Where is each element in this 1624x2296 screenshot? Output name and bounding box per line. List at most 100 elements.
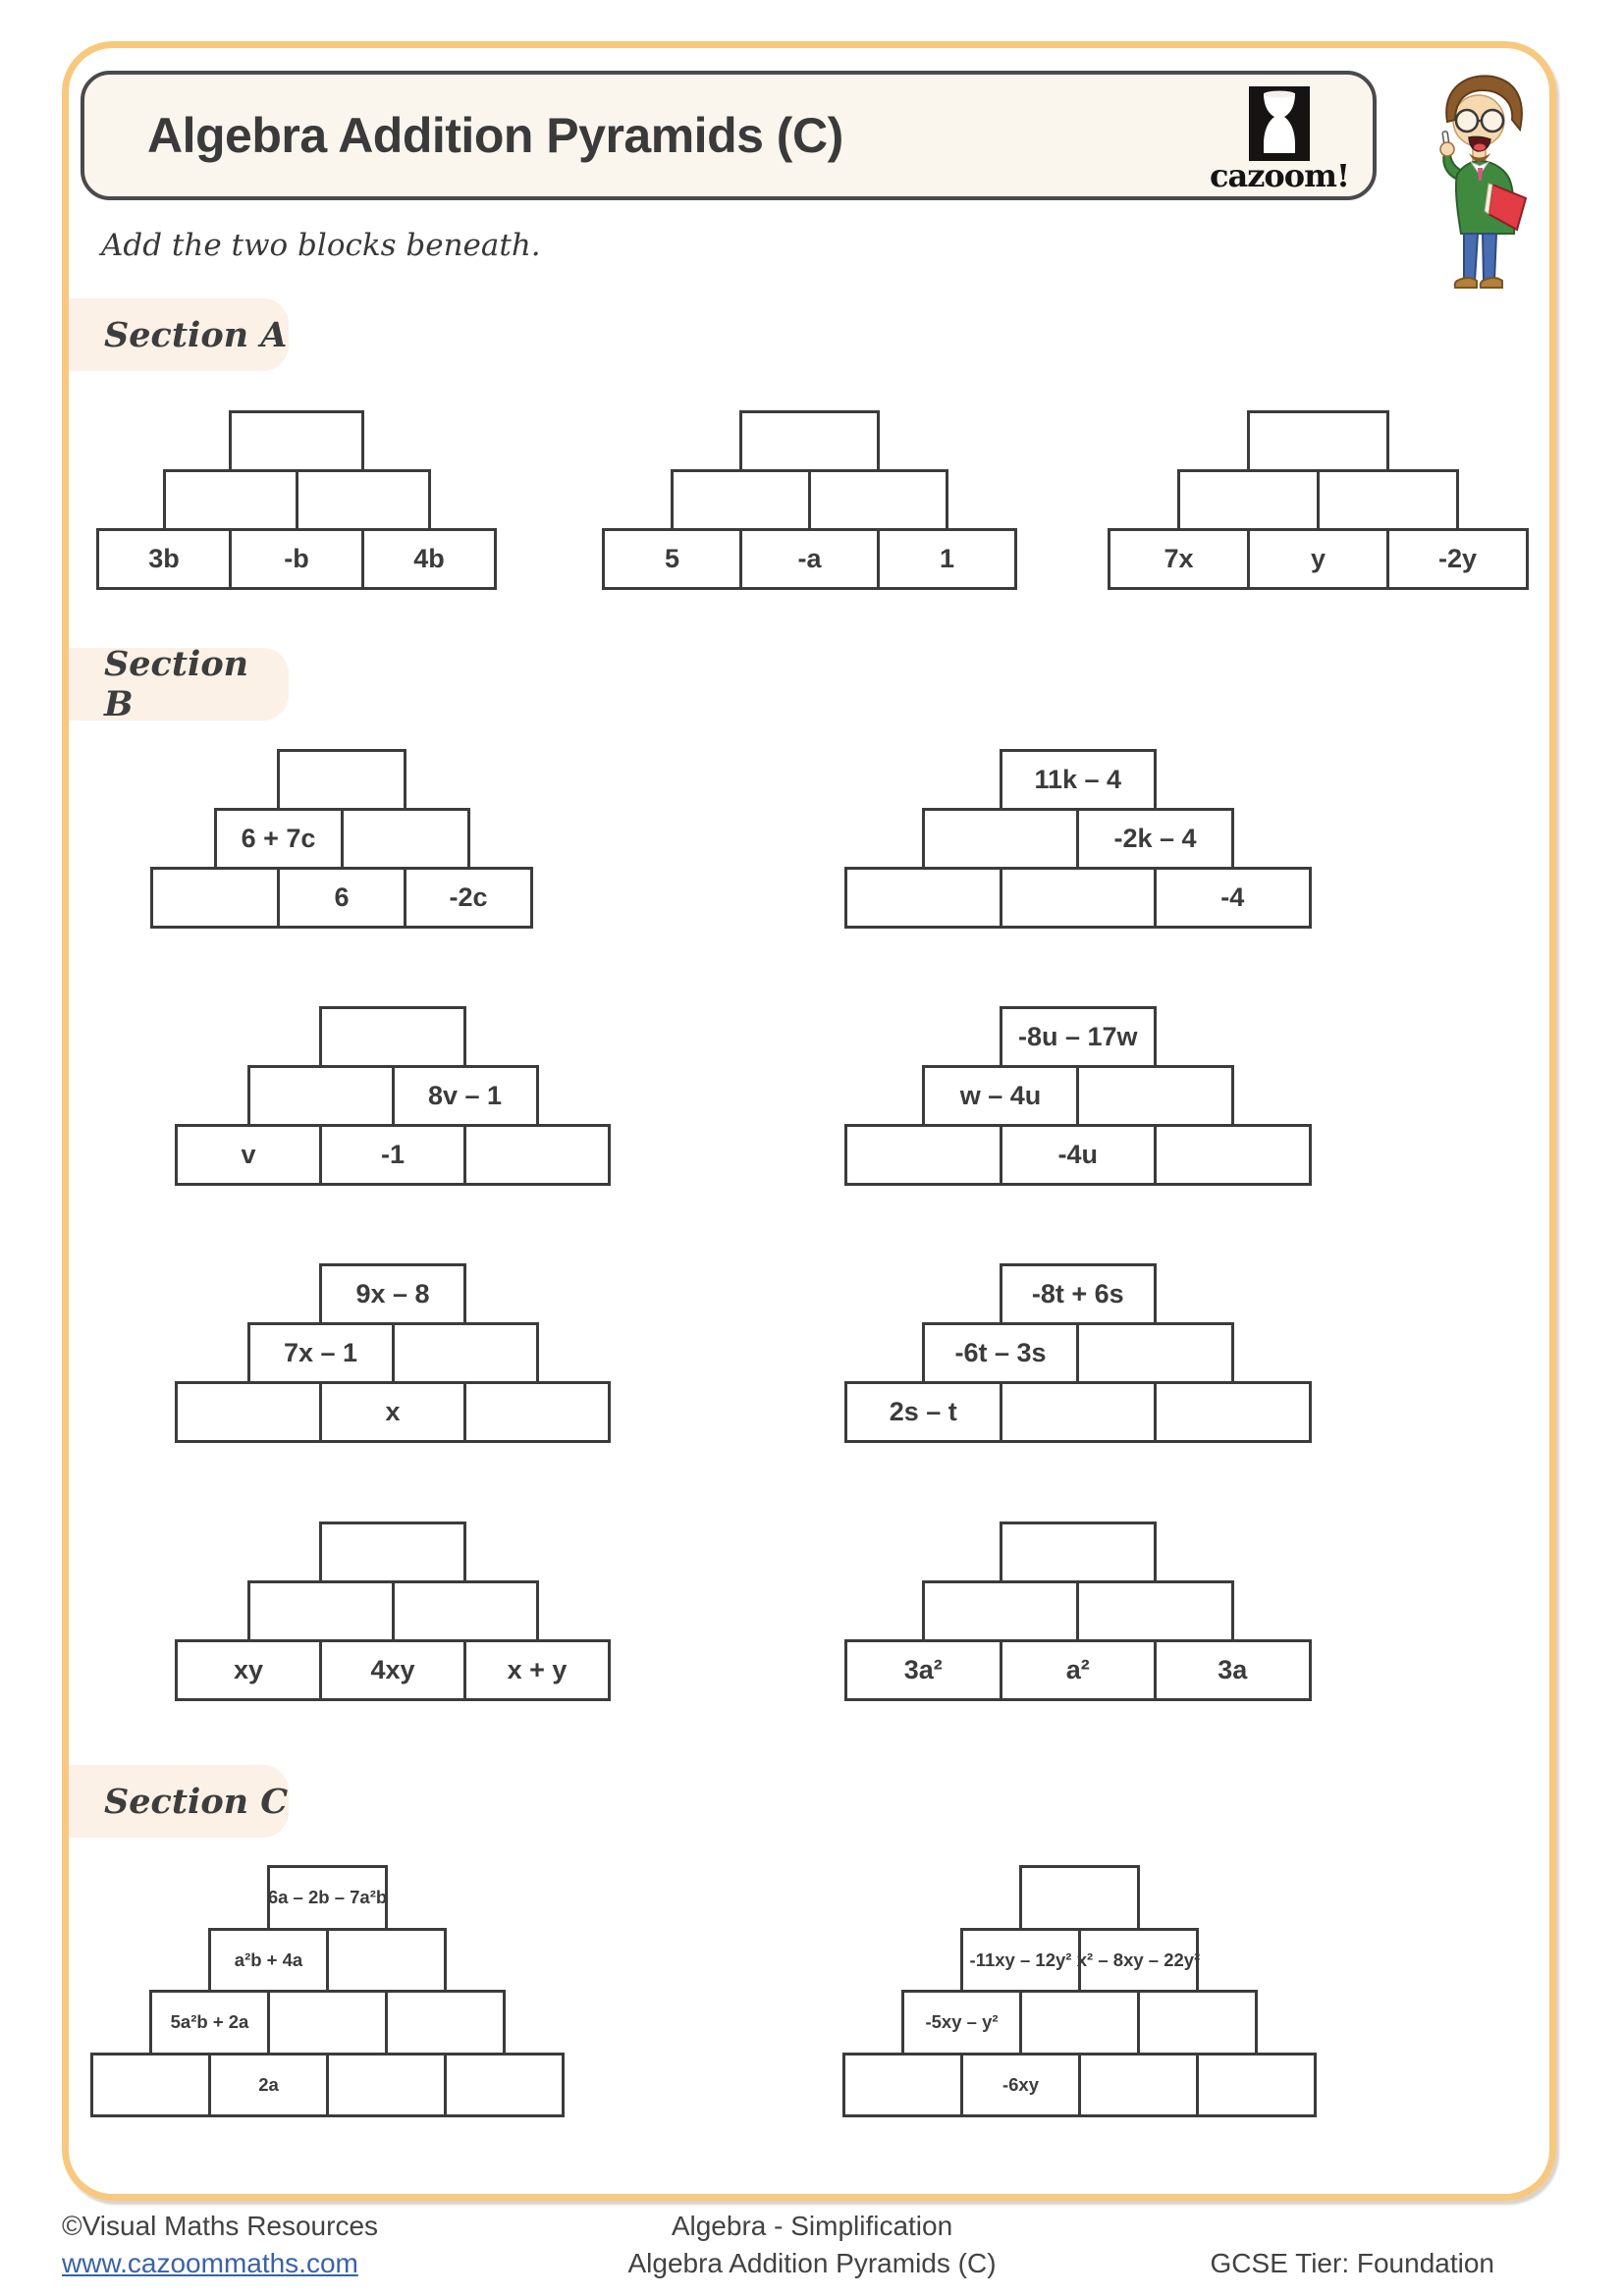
pyramid-cell-empty bbox=[671, 469, 811, 531]
pyramid-cell-filled: 5a²b + 2a bbox=[149, 1990, 270, 2056]
pyramid-cell-filled: -2k – 4 bbox=[1076, 808, 1234, 870]
pyramid-cell-filled: 2s – t bbox=[844, 1381, 1002, 1443]
pyramid-cell-empty bbox=[295, 469, 431, 531]
pyramid-cell-empty bbox=[150, 867, 280, 929]
footer-topic: Algebra - Simplification bbox=[671, 2211, 953, 2241]
pyramid-cell-filled: x bbox=[319, 1381, 466, 1443]
pyramid-cell-empty bbox=[1317, 469, 1459, 531]
pyramid-cell-empty bbox=[277, 749, 406, 811]
pyramid-cell-empty bbox=[267, 1990, 388, 2056]
pyramid-cell-filled: -6xy bbox=[960, 2052, 1081, 2117]
pyramid-cell-filled: v bbox=[175, 1124, 322, 1186]
pyramid-cell-filled: 7x – 1 bbox=[246, 1322, 395, 1384]
worksheet-title-box: Algebra Addition Pyramids (C) bbox=[81, 71, 1377, 200]
pyramid-cell-filled: -a bbox=[739, 528, 880, 590]
pyramid-cell-empty bbox=[808, 469, 948, 531]
pyramid-cell-filled: -b bbox=[229, 528, 364, 590]
pyramid-cell-empty bbox=[739, 410, 880, 472]
pyramid-cell-empty bbox=[319, 1006, 466, 1068]
pyramid-cell-empty bbox=[463, 1124, 611, 1186]
pyramid-cell-empty bbox=[391, 1580, 539, 1642]
pyramid-cell-filled: 7x bbox=[1108, 528, 1250, 590]
pyramid-cell-filled: a²b + 4a bbox=[208, 1927, 329, 1993]
pyramid-cell-empty bbox=[1076, 1322, 1234, 1384]
pyramid-cell-empty bbox=[844, 1124, 1002, 1186]
pyramid-cell-empty bbox=[1247, 410, 1389, 472]
pyramid-cell-empty bbox=[844, 867, 1002, 929]
pyramid-cell-filled: w – 4u bbox=[921, 1065, 1080, 1127]
pyramid-cell-empty bbox=[999, 867, 1157, 929]
pyramid-cell-filled: -1 bbox=[319, 1124, 466, 1186]
pyramid-cell-empty bbox=[1137, 1990, 1258, 2056]
pyramid-cell-filled: -8t + 6s bbox=[999, 1263, 1157, 1325]
teacher-mascot-illustration bbox=[1439, 75, 1528, 289]
pyramid-cell-filled: -4 bbox=[1154, 867, 1312, 929]
pyramid-cell-empty bbox=[246, 1065, 395, 1127]
cazoom-logo bbox=[1249, 86, 1310, 161]
website-link[interactable]: www.cazoommaths.com bbox=[62, 2248, 358, 2278]
pyramid-cell-empty bbox=[175, 1381, 322, 1443]
pyramid-cell-filled: x + y bbox=[463, 1639, 611, 1701]
pyramid-cell-filled: 2a bbox=[208, 2052, 329, 2117]
pyramid-cell-empty bbox=[1154, 1381, 1312, 1443]
pyramid-cell-empty bbox=[319, 1522, 466, 1583]
section-c-heading: Section C bbox=[69, 1765, 289, 1838]
pyramid-cell-empty bbox=[229, 410, 364, 472]
pyramid-cell-empty bbox=[326, 2052, 447, 2117]
pyramid-cell-empty bbox=[385, 1990, 506, 2056]
pyramid-cell-filled: xy bbox=[175, 1639, 322, 1701]
section-a-heading: Section A bbox=[69, 298, 289, 371]
footer-tier: GCSE Tier: Foundation bbox=[1210, 2248, 1494, 2278]
pyramid-cell-empty bbox=[1076, 1580, 1234, 1642]
pyramid-cell-empty bbox=[1078, 2052, 1199, 2117]
footer-website: www.cazoommaths.com bbox=[62, 2247, 358, 2280]
pyramid-cell-empty bbox=[340, 808, 470, 870]
pyramid-cell-filled: 4b bbox=[361, 528, 497, 590]
pyramid-cell-empty bbox=[1154, 1124, 1312, 1186]
pyramid-cell-filled: 6 + 7c bbox=[213, 808, 344, 870]
pyramid-cell-filled: 9x – 8 bbox=[319, 1263, 466, 1325]
pyramid-cell-empty bbox=[326, 1927, 447, 1993]
pyramid-cell-empty bbox=[391, 1322, 539, 1384]
pyramid-cell-empty bbox=[999, 1381, 1157, 1443]
pyramid-cell-filled: -6t – 3s bbox=[921, 1322, 1080, 1384]
pyramid-cell-empty bbox=[246, 1580, 395, 1642]
pyramid-cell-filled: -4u bbox=[999, 1124, 1157, 1186]
pyramid-cell-empty bbox=[1076, 1065, 1234, 1127]
pyramid-cell-empty bbox=[162, 469, 298, 531]
footer-copyright: ©Visual Maths Resources bbox=[62, 2211, 379, 2241]
pyramid-cell-filled: 4xy bbox=[319, 1639, 466, 1701]
pyramid-cell-filled: -2c bbox=[404, 867, 533, 929]
pyramid-cell-empty bbox=[90, 2052, 211, 2117]
pyramid-cell-empty bbox=[842, 2052, 963, 2117]
pyramid-cell-filled: -5xy – y² bbox=[901, 1990, 1022, 2056]
pyramid-cell-filled: -11xy – 12y² bbox=[960, 1927, 1081, 1993]
pyramid-cell-filled: 1 bbox=[877, 528, 1017, 590]
pyramid-cell-empty bbox=[1019, 1865, 1140, 1931]
pyramid-cell-empty bbox=[1196, 2052, 1317, 2117]
worksheet-frame bbox=[62, 41, 1556, 2201]
pyramid-cell-filled: a² bbox=[999, 1639, 1157, 1701]
pyramid-cell-filled: 5 bbox=[602, 528, 742, 590]
pyramid-cell-filled: 3b bbox=[96, 528, 232, 590]
pyramid-cell-empty bbox=[999, 1522, 1157, 1583]
pyramid-cell-filled: 8v – 1 bbox=[391, 1065, 539, 1127]
pyramid-cell-empty bbox=[921, 808, 1080, 870]
pyramid-cell-filled: 3a bbox=[1154, 1639, 1312, 1701]
section-b-heading: Section B bbox=[69, 644, 289, 724]
pyramid-cell-filled: 11k – 4 bbox=[999, 749, 1157, 811]
pyramid-cell-empty bbox=[1177, 469, 1320, 531]
page-title: Algebra Addition Pyramids (C) bbox=[147, 108, 843, 163]
pyramid-cell-filled: 6 bbox=[277, 867, 406, 929]
footer-worksheet-title: Algebra Addition Pyramids (C) bbox=[627, 2248, 997, 2278]
pyramid-cell-empty bbox=[463, 1381, 611, 1443]
pyramid-cell-empty bbox=[921, 1580, 1080, 1642]
pyramid-cell-filled: -8u – 17w bbox=[999, 1006, 1157, 1068]
djembe-drum-icon bbox=[1249, 86, 1310, 161]
cazoom-logo-text: cazoom! bbox=[1210, 157, 1350, 194]
pyramid-cell-filled: y bbox=[1247, 528, 1389, 590]
pyramid-cell-empty bbox=[1019, 1990, 1140, 2056]
pyramid-cell-filled: 3a² bbox=[844, 1639, 1002, 1701]
pyramid-cell-filled: x² – 8xy – 22y² bbox=[1077, 1927, 1200, 1993]
pyramid-cell-filled: -2y bbox=[1386, 528, 1529, 590]
